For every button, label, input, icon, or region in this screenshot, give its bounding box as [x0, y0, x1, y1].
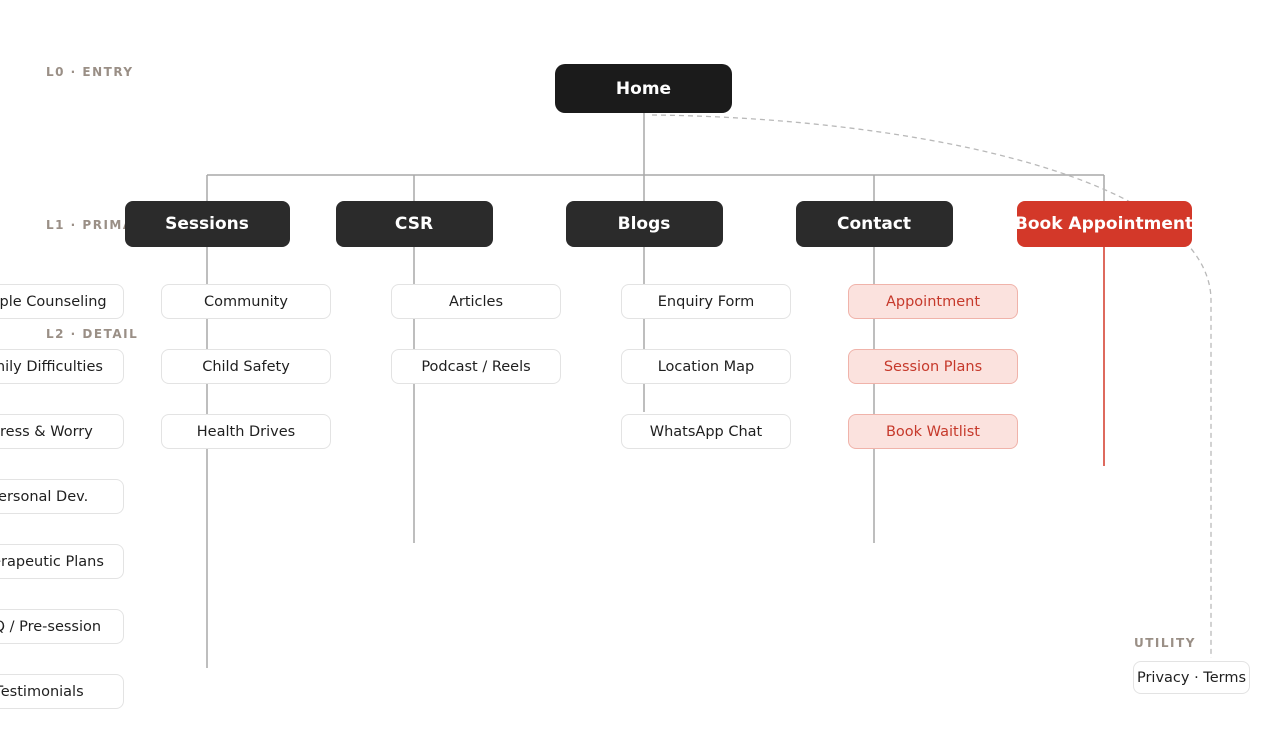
node-health-drives[interactable]: Health Drives — [161, 414, 331, 449]
level-label-l0: L0 · ENTRY — [46, 65, 134, 79]
connector-utility-dashed — [651, 114, 1212, 658]
node-couple-counseling[interactable]: Couple Counseling — [0, 284, 124, 319]
node-enquiry-form[interactable]: Enquiry Form — [621, 284, 791, 319]
node-csr[interactable]: CSR — [335, 201, 493, 247]
node-privacy-terms[interactable]: Privacy · Terms — [1133, 661, 1250, 694]
node-blogs[interactable]: Blogs — [565, 201, 723, 247]
node-articles[interactable]: Articles — [391, 284, 561, 319]
node-personal-dev[interactable]: Personal Dev. — [0, 479, 124, 514]
node-stress-worry[interactable]: Stress & Worry — [0, 414, 124, 449]
node-contact[interactable]: Contact — [795, 201, 953, 247]
node-whatsapp-chat[interactable]: WhatsApp Chat — [621, 414, 791, 449]
node-session-plans[interactable]: Session Plans — [848, 349, 1018, 384]
node-location-map[interactable]: Location Map — [621, 349, 791, 384]
node-sessions[interactable]: Sessions — [124, 201, 290, 247]
node-book-appointment[interactable]: Book Appointment — [1015, 201, 1193, 247]
node-book-waitlist[interactable]: Book Waitlist — [848, 414, 1018, 449]
level-label-l2: L2 · DETAIL — [46, 327, 139, 341]
node-community[interactable]: Community — [161, 284, 331, 319]
node-testimonials[interactable]: Testimonials — [0, 674, 124, 709]
node-appointment[interactable]: Appointment — [848, 284, 1018, 319]
connector-group — [206, 113, 1212, 668]
node-faq-pre-session[interactable]: FAQ / Pre-session — [0, 609, 124, 644]
node-podcast-reels[interactable]: Podcast / Reels — [391, 349, 561, 384]
level-label-utility: UTILITY — [1134, 636, 1196, 650]
node-family-difficulties[interactable]: Family Difficulties — [0, 349, 124, 384]
node-therapeutic-plans[interactable]: Therapeutic Plans — [0, 544, 124, 579]
node-child-safety[interactable]: Child Safety — [161, 349, 331, 384]
node-home[interactable]: Home — [555, 64, 732, 113]
